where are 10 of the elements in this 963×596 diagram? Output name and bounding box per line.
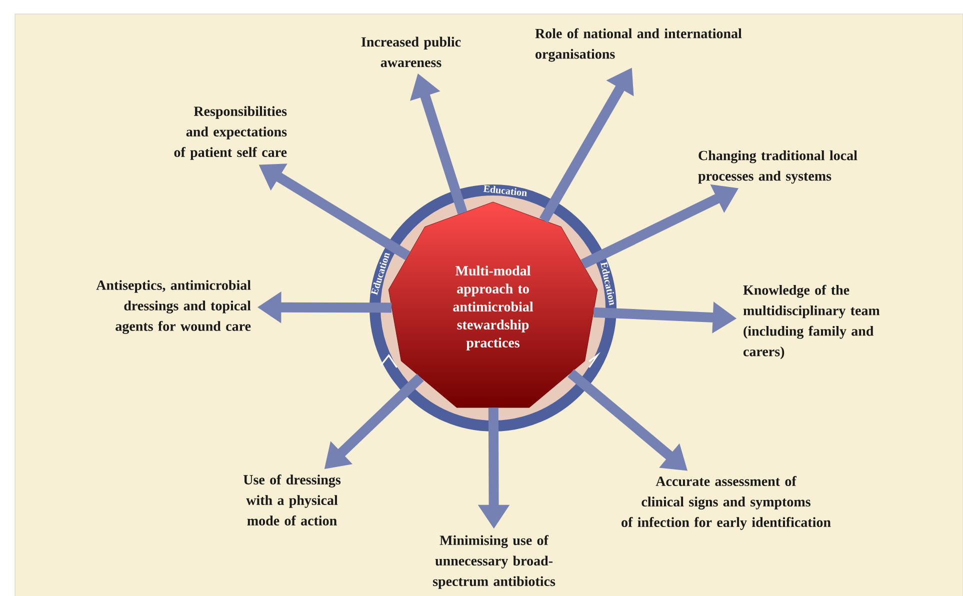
- outcome-text: Increased public awareness: [361, 36, 461, 68]
- outcome-text: Responsibilities and expectations of patient self care: [174, 106, 287, 160]
- outcome-text: Changing traditional local processes and systems: [698, 150, 858, 184]
- outcome-text: Antiseptics, antimicrobial dressings and topical agents for wound care: [96, 280, 251, 334]
- outcome-text: Knowledge of the multidisciplinary team (including family and carers): [743, 284, 880, 360]
- ring-label: Education: [600, 262, 614, 306]
- outcome-text: Accurate assessment of clinical signs and symptoms of infection for early identification: [622, 476, 831, 530]
- outcome-text: Role of national and international organisations: [535, 28, 742, 62]
- outcome-text: Use of dressings with a physical mode of action: [243, 474, 341, 526]
- outcome-text: Minimising use of unnecessary broad-spectrum antibiotics: [433, 535, 556, 589]
